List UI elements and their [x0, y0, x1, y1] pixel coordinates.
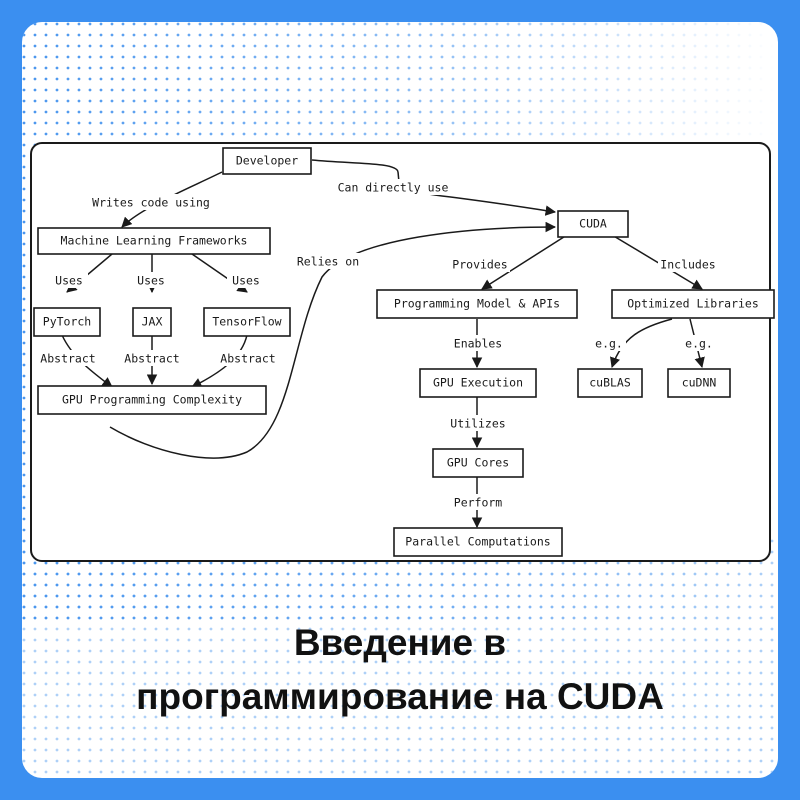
label-eg-2: e.g. — [682, 335, 716, 351]
edge-cuda-optlib — [611, 234, 703, 290]
svg-text:Uses: Uses — [137, 274, 165, 288]
node-pytorch: PyTorch — [33, 307, 101, 337]
node-cuda: CUDA — [557, 210, 629, 238]
label-relies-on: Relies on — [295, 253, 361, 269]
svg-text:Parallel Computations: Parallel Computations — [405, 535, 550, 549]
headline-line-2: программирование на CUDA — [136, 676, 664, 717]
svg-text:Includes: Includes — [660, 258, 715, 272]
svg-text:Machine Learning Frameworks: Machine Learning Frameworks — [61, 234, 248, 248]
svg-text:Utilizes: Utilizes — [450, 417, 505, 431]
node-jax: JAX — [132, 307, 172, 337]
node-ml-frameworks: Machine Learning Frameworks — [37, 227, 271, 255]
svg-text:e.g.: e.g. — [595, 337, 623, 351]
svg-text:GPU Programming Complexity: GPU Programming Complexity — [62, 393, 242, 407]
node-developer: Developer — [222, 147, 312, 175]
label-uses-3: Uses — [227, 272, 265, 288]
svg-text:GPU Execution: GPU Execution — [433, 376, 523, 390]
cuda-diagram: Writes code using Can directly use Relie… — [33, 147, 775, 557]
svg-text:Relies on: Relies on — [297, 255, 359, 269]
svg-text:CUDA: CUDA — [579, 217, 607, 231]
label-uses-2: Uses — [132, 272, 170, 288]
svg-text:Can directly use: Can directly use — [338, 181, 449, 195]
node-gpu-execution: GPU Execution — [419, 368, 537, 398]
node-cublas: cuBLAS — [577, 368, 643, 398]
label-abstract-3: Abstract — [216, 350, 280, 366]
svg-text:Uses: Uses — [232, 274, 260, 288]
svg-text:Abstract: Abstract — [220, 352, 275, 366]
label-utilizes: Utilizes — [448, 415, 508, 431]
svg-text:Uses: Uses — [55, 274, 83, 288]
label-writes-code: Writes code using — [90, 194, 212, 210]
svg-text:Perform: Perform — [454, 496, 503, 510]
svg-text:Writes code using: Writes code using — [92, 196, 210, 210]
svg-text:Programming Model & APIs: Programming Model & APIs — [394, 297, 560, 311]
headline-line-1: Введение в — [293, 622, 507, 663]
label-perform: Perform — [450, 494, 506, 510]
label-includes: Includes — [658, 256, 718, 272]
svg-text:Enables: Enables — [454, 337, 502, 351]
edge-optlib-cublas — [610, 318, 673, 368]
label-eg-1: e.g. — [592, 335, 626, 351]
svg-text:Abstract: Abstract — [40, 352, 95, 366]
svg-text:cuDNN: cuDNN — [682, 376, 717, 390]
svg-text:Abstract: Abstract — [124, 352, 179, 366]
node-tensorflow: TensorFlow — [203, 307, 291, 337]
svg-text:e.g.: e.g. — [685, 337, 713, 351]
node-gpu-cores: GPU Cores — [432, 448, 524, 478]
svg-text:JAX: JAX — [142, 315, 163, 329]
label-abstract-1: Abstract — [36, 350, 100, 366]
card: Writes code using Can directly use Relie… — [22, 22, 778, 778]
node-programming-model: Programming Model & APIs — [376, 289, 578, 319]
node-cudnn: cuDNN — [667, 368, 731, 398]
svg-text:PyTorch: PyTorch — [43, 315, 91, 329]
label-enables: Enables — [450, 335, 506, 351]
svg-text:Provides: Provides — [452, 258, 507, 272]
label-can-directly-use: Can directly use — [338, 179, 449, 195]
label-provides: Provides — [450, 256, 510, 272]
svg-text:GPU Cores: GPU Cores — [447, 456, 509, 470]
label-uses-1: Uses — [50, 272, 88, 288]
label-abstract-2: Abstract — [120, 350, 184, 366]
svg-text:cuBLAS: cuBLAS — [589, 376, 631, 390]
node-gpu-complexity: GPU Programming Complexity — [37, 385, 267, 415]
node-optimized-libraries: Optimized Libraries — [611, 289, 775, 319]
svg-text:Developer: Developer — [236, 154, 298, 168]
edge-relies-on — [109, 221, 557, 459]
svg-text:TensorFlow: TensorFlow — [212, 315, 281, 329]
svg-text:Optimized Libraries: Optimized Libraries — [627, 297, 759, 311]
edge-cuda-progmodel — [481, 234, 568, 290]
node-parallel-computations: Parallel Computations — [393, 527, 563, 557]
